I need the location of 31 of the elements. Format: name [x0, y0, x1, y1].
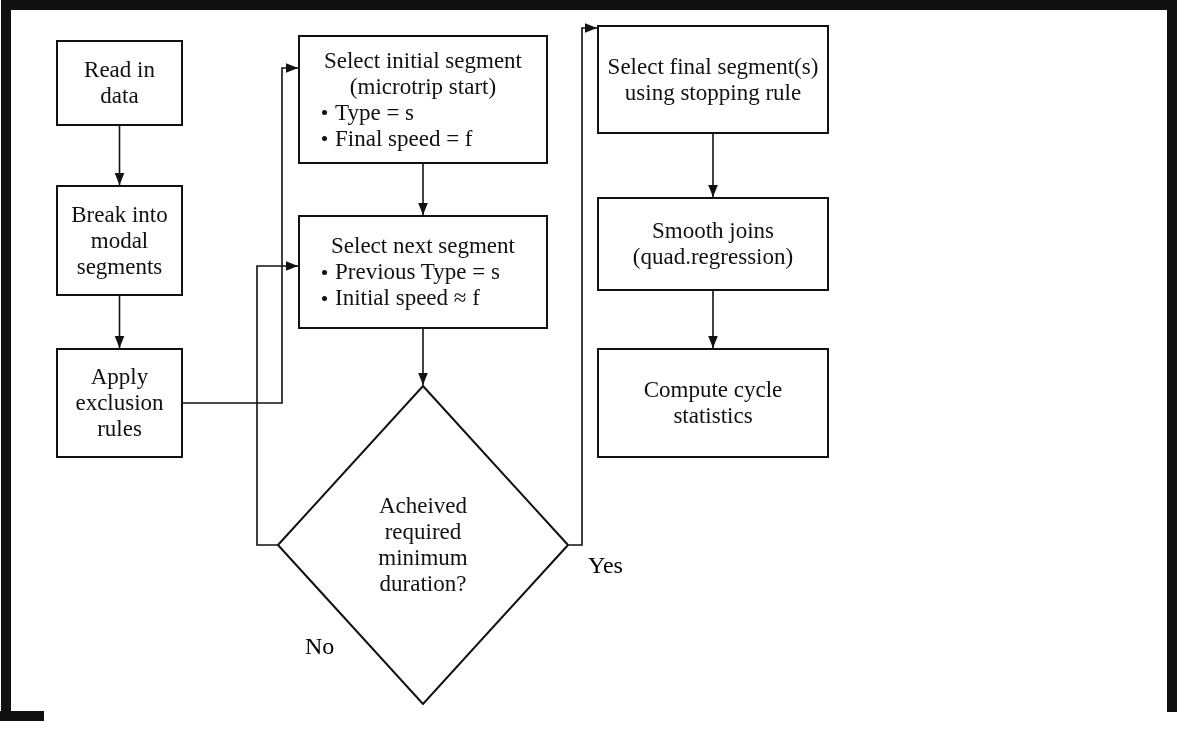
box-label: Acheived required minimum duration?	[377, 493, 469, 597]
arrow	[182, 63, 299, 404]
bullet-text: Final speed = f	[335, 125, 473, 152]
arrow	[256, 261, 299, 546]
arrow	[708, 133, 718, 198]
box-label: Break into modal segments	[70, 201, 169, 280]
process-box	[56, 40, 183, 126]
box-label: Read in data	[83, 57, 156, 109]
box-label: Select next segment	[331, 233, 515, 259]
box-label: Smooth joins (quad.regression)	[631, 218, 795, 270]
arrow	[114, 295, 125, 349]
bullet-text: Previous Type = s	[335, 259, 500, 285]
process-box	[597, 348, 829, 458]
arrow	[114, 125, 125, 186]
decision-diamond	[277, 385, 569, 705]
process-box	[597, 25, 829, 134]
process-box	[56, 348, 183, 458]
box-label: Apply exclusion rules	[74, 364, 165, 442]
bullet-text: Type = s	[335, 99, 415, 126]
arrow	[568, 23, 598, 546]
arrow	[708, 290, 718, 349]
process-box	[56, 185, 183, 296]
process-box	[298, 215, 548, 329]
box-label: Select final segment(s) using stopping rule	[606, 53, 820, 106]
box-label: Compute cycle statistics	[642, 377, 784, 429]
arrow	[418, 328, 428, 386]
arrow	[418, 163, 428, 216]
box-label: Select initial segment (microtrip start)	[323, 47, 523, 100]
process-box	[597, 197, 829, 291]
process-box	[298, 35, 548, 164]
bullet-text: Initial speed ≈ f	[335, 285, 480, 311]
